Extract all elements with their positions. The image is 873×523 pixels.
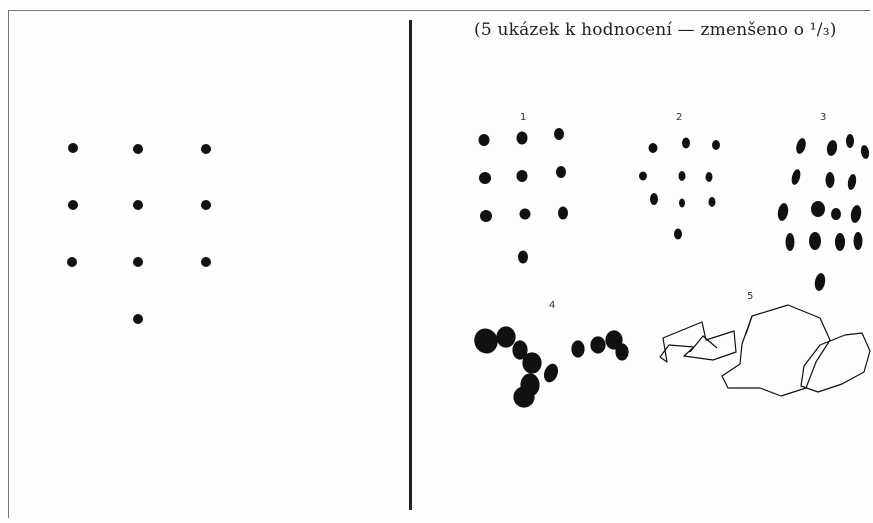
template-dot bbox=[133, 257, 143, 267]
sample-4-drawing bbox=[472, 326, 628, 407]
sample-1-drawing bbox=[479, 128, 569, 264]
sample-3-drawing bbox=[777, 134, 871, 292]
template-dot bbox=[68, 200, 78, 210]
template-dot bbox=[201, 144, 211, 154]
template-dot bbox=[68, 143, 78, 153]
sample-2-drawing bbox=[639, 138, 720, 240]
template-dot bbox=[67, 257, 77, 267]
template-dot bbox=[201, 257, 211, 267]
template-dot bbox=[133, 314, 143, 324]
template-dot bbox=[201, 200, 211, 210]
template-dot bbox=[133, 144, 143, 154]
template-dot-grid bbox=[67, 143, 211, 324]
template-dot bbox=[133, 200, 143, 210]
sample-5-drawing bbox=[660, 305, 870, 396]
